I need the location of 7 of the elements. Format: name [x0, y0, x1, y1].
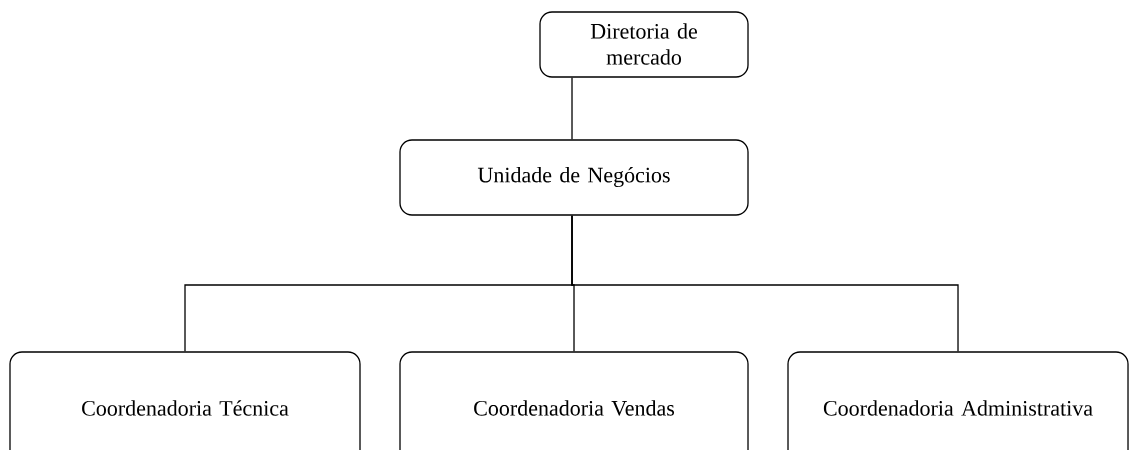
connector-line [571, 215, 959, 352]
org-box: Unidade de Negócios [399, 139, 749, 216]
org-box: Coordenadoria Administrativa [787, 351, 1129, 450]
org-box: Coordenadoria Vendas [399, 351, 749, 450]
connector-line [571, 77, 573, 140]
org-box: Diretoria de mercado [539, 11, 749, 78]
org-box: Coordenadoria Técnica [9, 351, 361, 450]
